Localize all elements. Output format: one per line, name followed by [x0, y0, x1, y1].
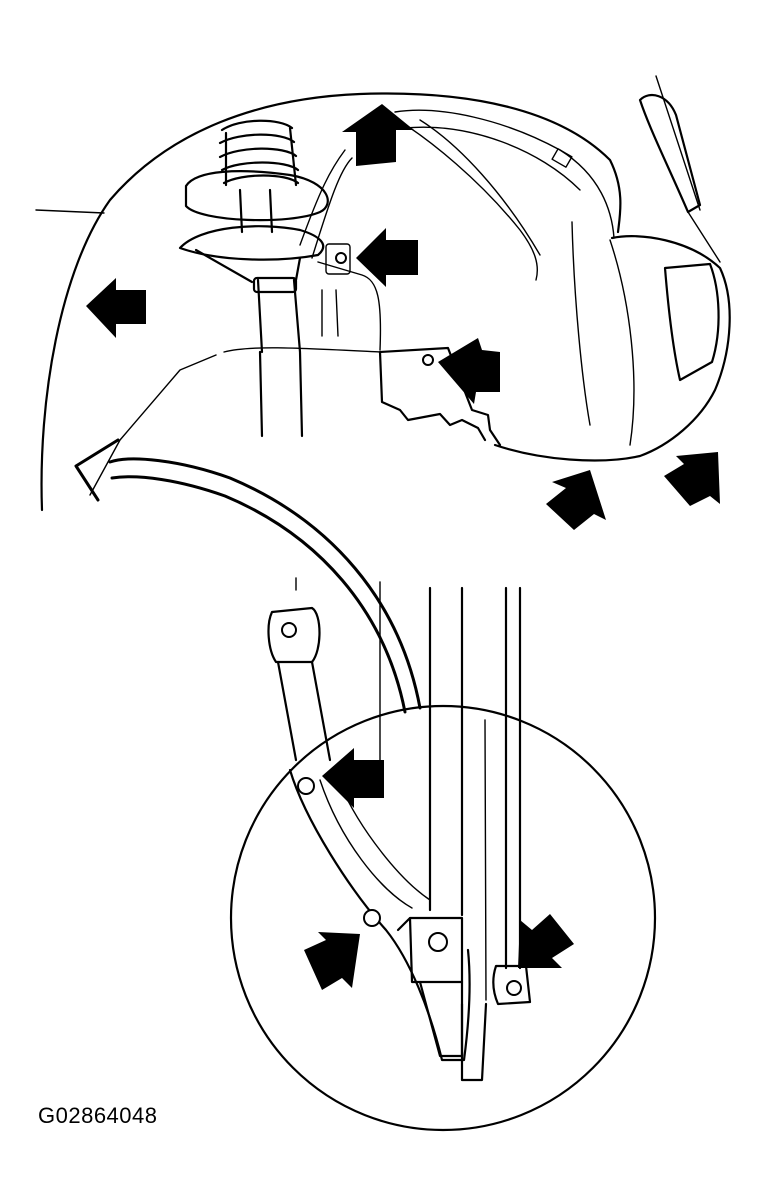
- liner-rib-2: [571, 221, 591, 426]
- frame-rail-right: [504, 586, 522, 970]
- frame-rail-dash: [295, 577, 381, 761]
- liner-panel-inner: [319, 779, 431, 909]
- spring-seat: [178, 225, 325, 261]
- arrow-upper-fender: [342, 104, 414, 166]
- liner-panel-edge: [288, 768, 471, 1062]
- strut-assembly: [178, 119, 382, 438]
- liner-inner-arch: [394, 109, 615, 239]
- strut-lower-seat: [194, 248, 302, 284]
- detail-callout-arrow: [108, 457, 422, 710]
- arrow-right-bracket: [518, 914, 574, 968]
- arrow-detail-bolt-1: [322, 748, 384, 808]
- arrow-liner-screw: [438, 338, 500, 404]
- liner-lower-edge-2: [89, 354, 217, 496]
- liner-lower-edge: [223, 347, 381, 353]
- coil-spring: [218, 119, 300, 187]
- strut-rod-top: [238, 188, 274, 234]
- bumper-outline: [493, 235, 731, 462]
- brake-hose: [299, 149, 382, 351]
- pointer-arrows: [86, 104, 720, 990]
- bumper-upper-line: [687, 211, 721, 263]
- detail-bolt-1: [297, 777, 315, 795]
- liner-rib: [404, 126, 581, 191]
- bracket-plate: [325, 243, 351, 275]
- brake-hose-2: [321, 289, 339, 337]
- center-block-tail: [418, 980, 464, 1058]
- center-block-bolt: [428, 932, 448, 952]
- center-block: [396, 916, 464, 984]
- figure-code: G02864048: [38, 1103, 158, 1128]
- fog-lamp-opening: [663, 262, 720, 382]
- liner-outer-arch: [40, 92, 622, 512]
- detail-callout-arrow-head: [74, 438, 120, 502]
- detail-callout-arrow-inner: [110, 475, 407, 714]
- detail-circle: [229, 704, 657, 1132]
- detail-view: [229, 577, 657, 1132]
- detail-bolt-2: [363, 909, 381, 927]
- liner-rib-3: [609, 239, 635, 446]
- liner-clip-slot: [551, 148, 573, 168]
- strut-body: [256, 278, 304, 438]
- spring-lower-coil: [184, 170, 329, 222]
- liner-channel: [397, 119, 541, 281]
- frame-rail-left: [428, 586, 464, 917]
- liner-screw: [422, 354, 434, 366]
- rail-dash: [484, 719, 487, 1001]
- rail-foot: [460, 1002, 488, 1082]
- arrow-lower-liner-2: [664, 452, 720, 506]
- arrow-strut-bracket: [356, 228, 418, 287]
- bracket-bolt-upper: [335, 252, 347, 264]
- arrow-lower-liner-1: [546, 470, 606, 530]
- arrow-left-fender: [86, 278, 146, 338]
- fender-edge-line: [35, 209, 105, 214]
- right-bracket-bolt: [506, 980, 522, 996]
- upper-bracket-bolt: [281, 622, 297, 638]
- arrow-detail-bolt-2: [304, 932, 360, 990]
- strut-collar: [252, 276, 298, 294]
- liner-lower-step: [378, 346, 502, 447]
- bracket-arm: [276, 660, 332, 762]
- hood-line: [655, 75, 701, 211]
- right-bracket: [492, 964, 532, 1006]
- headlamp-edge: [638, 93, 702, 214]
- fender-liner-view: [35, 75, 731, 512]
